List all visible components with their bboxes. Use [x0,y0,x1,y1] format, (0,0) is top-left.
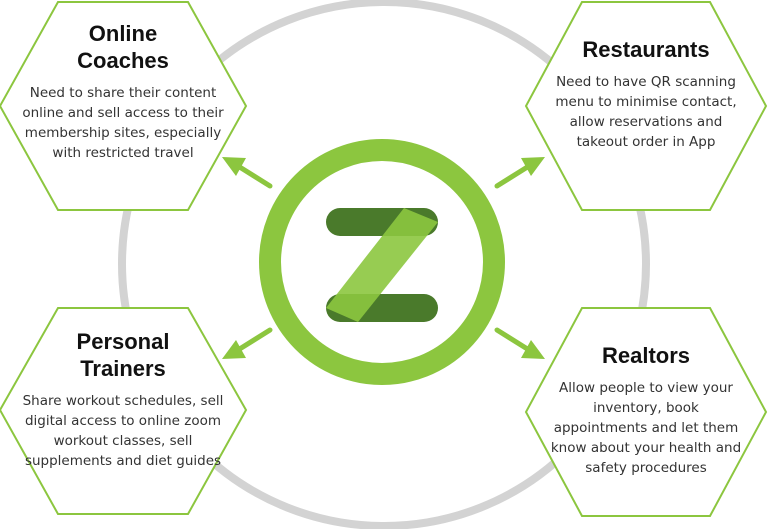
segment-description: Allow people to view your inventory, boo… [550,380,742,476]
segment-title: Online Coaches [77,21,169,73]
segment-description: Need to share their content online and s… [22,85,224,161]
center-ring [259,139,505,385]
segment-title: Restaurants [582,37,710,62]
hexagon-realtors [524,307,768,517]
segment-restaurants: Restaurants Need to have QR scanning men… [546,36,746,152]
segment-personal-trainers: Personal Trainers Share workout schedule… [16,328,230,471]
segment-title: Personal Trainers [76,329,170,381]
arrow-to-restaurants [494,157,545,189]
hexagon-online-coaches [0,0,248,211]
arrow-to-realtors [494,327,545,359]
arrow-to-online-coaches [222,157,273,189]
segment-description: Share workout schedules, sell digital ac… [22,393,224,469]
segment-title: Realtors [601,343,691,368]
segment-realtors: Realtors Allow people to view your inven… [548,342,744,478]
outer-ring [118,0,650,529]
z-logo-icon [326,208,438,322]
segment-description: Need to have QR scanning menu to minimis… [555,74,737,150]
segment-online-coaches: Online Coaches Need to share their conte… [18,20,228,163]
hexagon-restaurants [524,1,768,211]
hexagon-personal-trainers [0,307,248,515]
arrow-to-personal-trainers [222,327,273,359]
